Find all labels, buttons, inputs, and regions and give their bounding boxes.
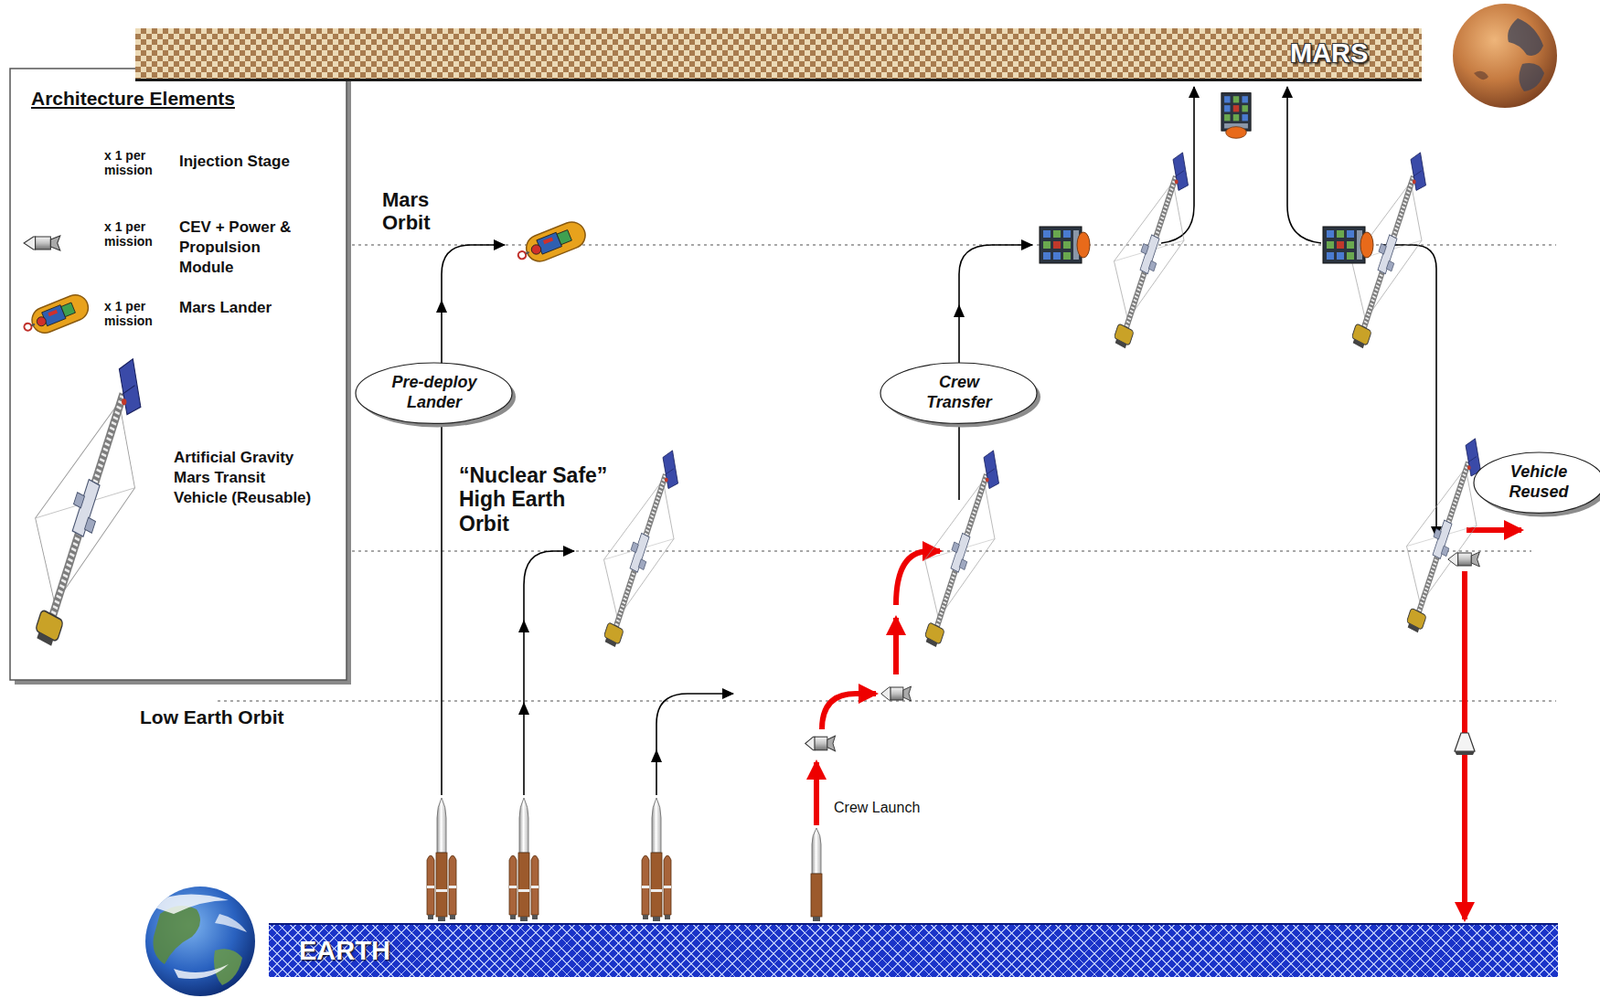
planet-globe <box>153 906 202 965</box>
multiplicity-note: x 1 per mission <box>104 298 165 329</box>
spacecraft <box>1454 733 1475 756</box>
band-label: EARTH <box>298 937 391 967</box>
orbit-line <box>352 550 1532 553</box>
launch-vehicle <box>509 798 539 922</box>
phase-ellipse: Crew Transfer <box>879 362 1038 425</box>
spacecraft <box>1039 226 1090 264</box>
spacecraft <box>1112 152 1189 351</box>
spacecraft <box>1405 438 1482 635</box>
legend-label: Mars Lander <box>179 298 335 319</box>
launch-vehicle <box>426 798 822 922</box>
flight-path-arrowhead <box>518 619 530 633</box>
crew-path <box>813 762 820 826</box>
flight-path-arrowhead <box>953 304 965 318</box>
orbit-line <box>217 245 1557 702</box>
planet-globe <box>146 895 247 986</box>
planet-globe <box>173 964 229 980</box>
planet-globe <box>1473 71 1489 80</box>
legend-title: Architecture Elements <box>31 87 324 110</box>
flight-path <box>1287 86 1322 244</box>
multiplicity-note: x 1 per mission <box>104 148 165 178</box>
spacecraft <box>1322 226 1374 264</box>
crew-path <box>821 693 876 730</box>
legend-label: Injection Stage <box>179 151 335 172</box>
planet-globe <box>214 914 247 933</box>
ellipse-outline <box>1473 452 1600 513</box>
ellipse-label: Crew Transfer <box>907 373 1011 413</box>
planet-band: MARS <box>135 28 1422 82</box>
orbit-line <box>217 700 1557 703</box>
spacecraft <box>805 736 836 752</box>
spacecraft <box>1448 552 1481 567</box>
ellipse-label: Vehicle Reused <box>1496 462 1581 502</box>
crew-path <box>893 618 899 675</box>
flight-path <box>441 86 1437 796</box>
annotation: Crew Launch <box>833 800 962 817</box>
legend-panel <box>32 359 140 649</box>
legend-panel <box>10 68 347 681</box>
legend-panel <box>10 68 352 685</box>
multiplicity-note: x 1 per mission <box>104 219 165 249</box>
orbit-label: “Nuclear Safe” High Earth Orbit <box>458 463 615 536</box>
flight-path-arrowhead <box>436 299 448 313</box>
spacecraft <box>1221 93 1251 139</box>
flight-path-arrowhead <box>518 702 530 715</box>
spacecraft <box>513 218 590 270</box>
launch-vehicle <box>641 798 672 922</box>
launch-vehicle <box>426 798 457 922</box>
spacecraft <box>881 686 912 702</box>
legend-label: CEV + Power & Propulsion Module <box>179 217 312 278</box>
legend-label: Artificial Gravity Mars Transit Vehicle … <box>173 448 319 509</box>
flight-path <box>1382 245 1437 538</box>
ellipse-label: Pre-deploy Lander <box>383 373 486 413</box>
planet-globe <box>213 949 243 986</box>
phase-ellipse: Vehicle Reused <box>1472 451 1600 514</box>
crew-path <box>816 530 1522 920</box>
phase-ellipse: Pre-deploy Lander <box>354 362 513 425</box>
orbit-label: Mars Orbit <box>382 188 467 235</box>
launch-vehicle <box>810 828 822 922</box>
planet-globe <box>1518 63 1545 92</box>
spacecraft <box>923 450 1000 650</box>
planet-globe <box>1473 18 1545 92</box>
orbit-label: Low Earth Orbit <box>139 706 360 729</box>
planet-band: EARTH <box>268 923 1558 978</box>
spacecraft <box>513 93 1482 756</box>
flight-path-arrowhead <box>650 749 662 763</box>
legend-panel <box>20 291 93 342</box>
planet-globe <box>1452 3 1558 108</box>
planet-globe <box>1507 18 1544 56</box>
band-label: MARS <box>1290 39 1368 69</box>
planet-globe <box>145 3 1558 997</box>
ellipse-outline <box>880 362 1037 424</box>
flight-path <box>523 551 575 796</box>
flight-path-arrowhead <box>436 299 965 763</box>
flight-path <box>656 693 734 796</box>
ellipse-outline <box>355 362 512 424</box>
planet-globe <box>145 886 256 997</box>
legend-panel <box>23 235 61 251</box>
spacecraft <box>602 450 679 650</box>
planet-globe <box>146 895 229 915</box>
